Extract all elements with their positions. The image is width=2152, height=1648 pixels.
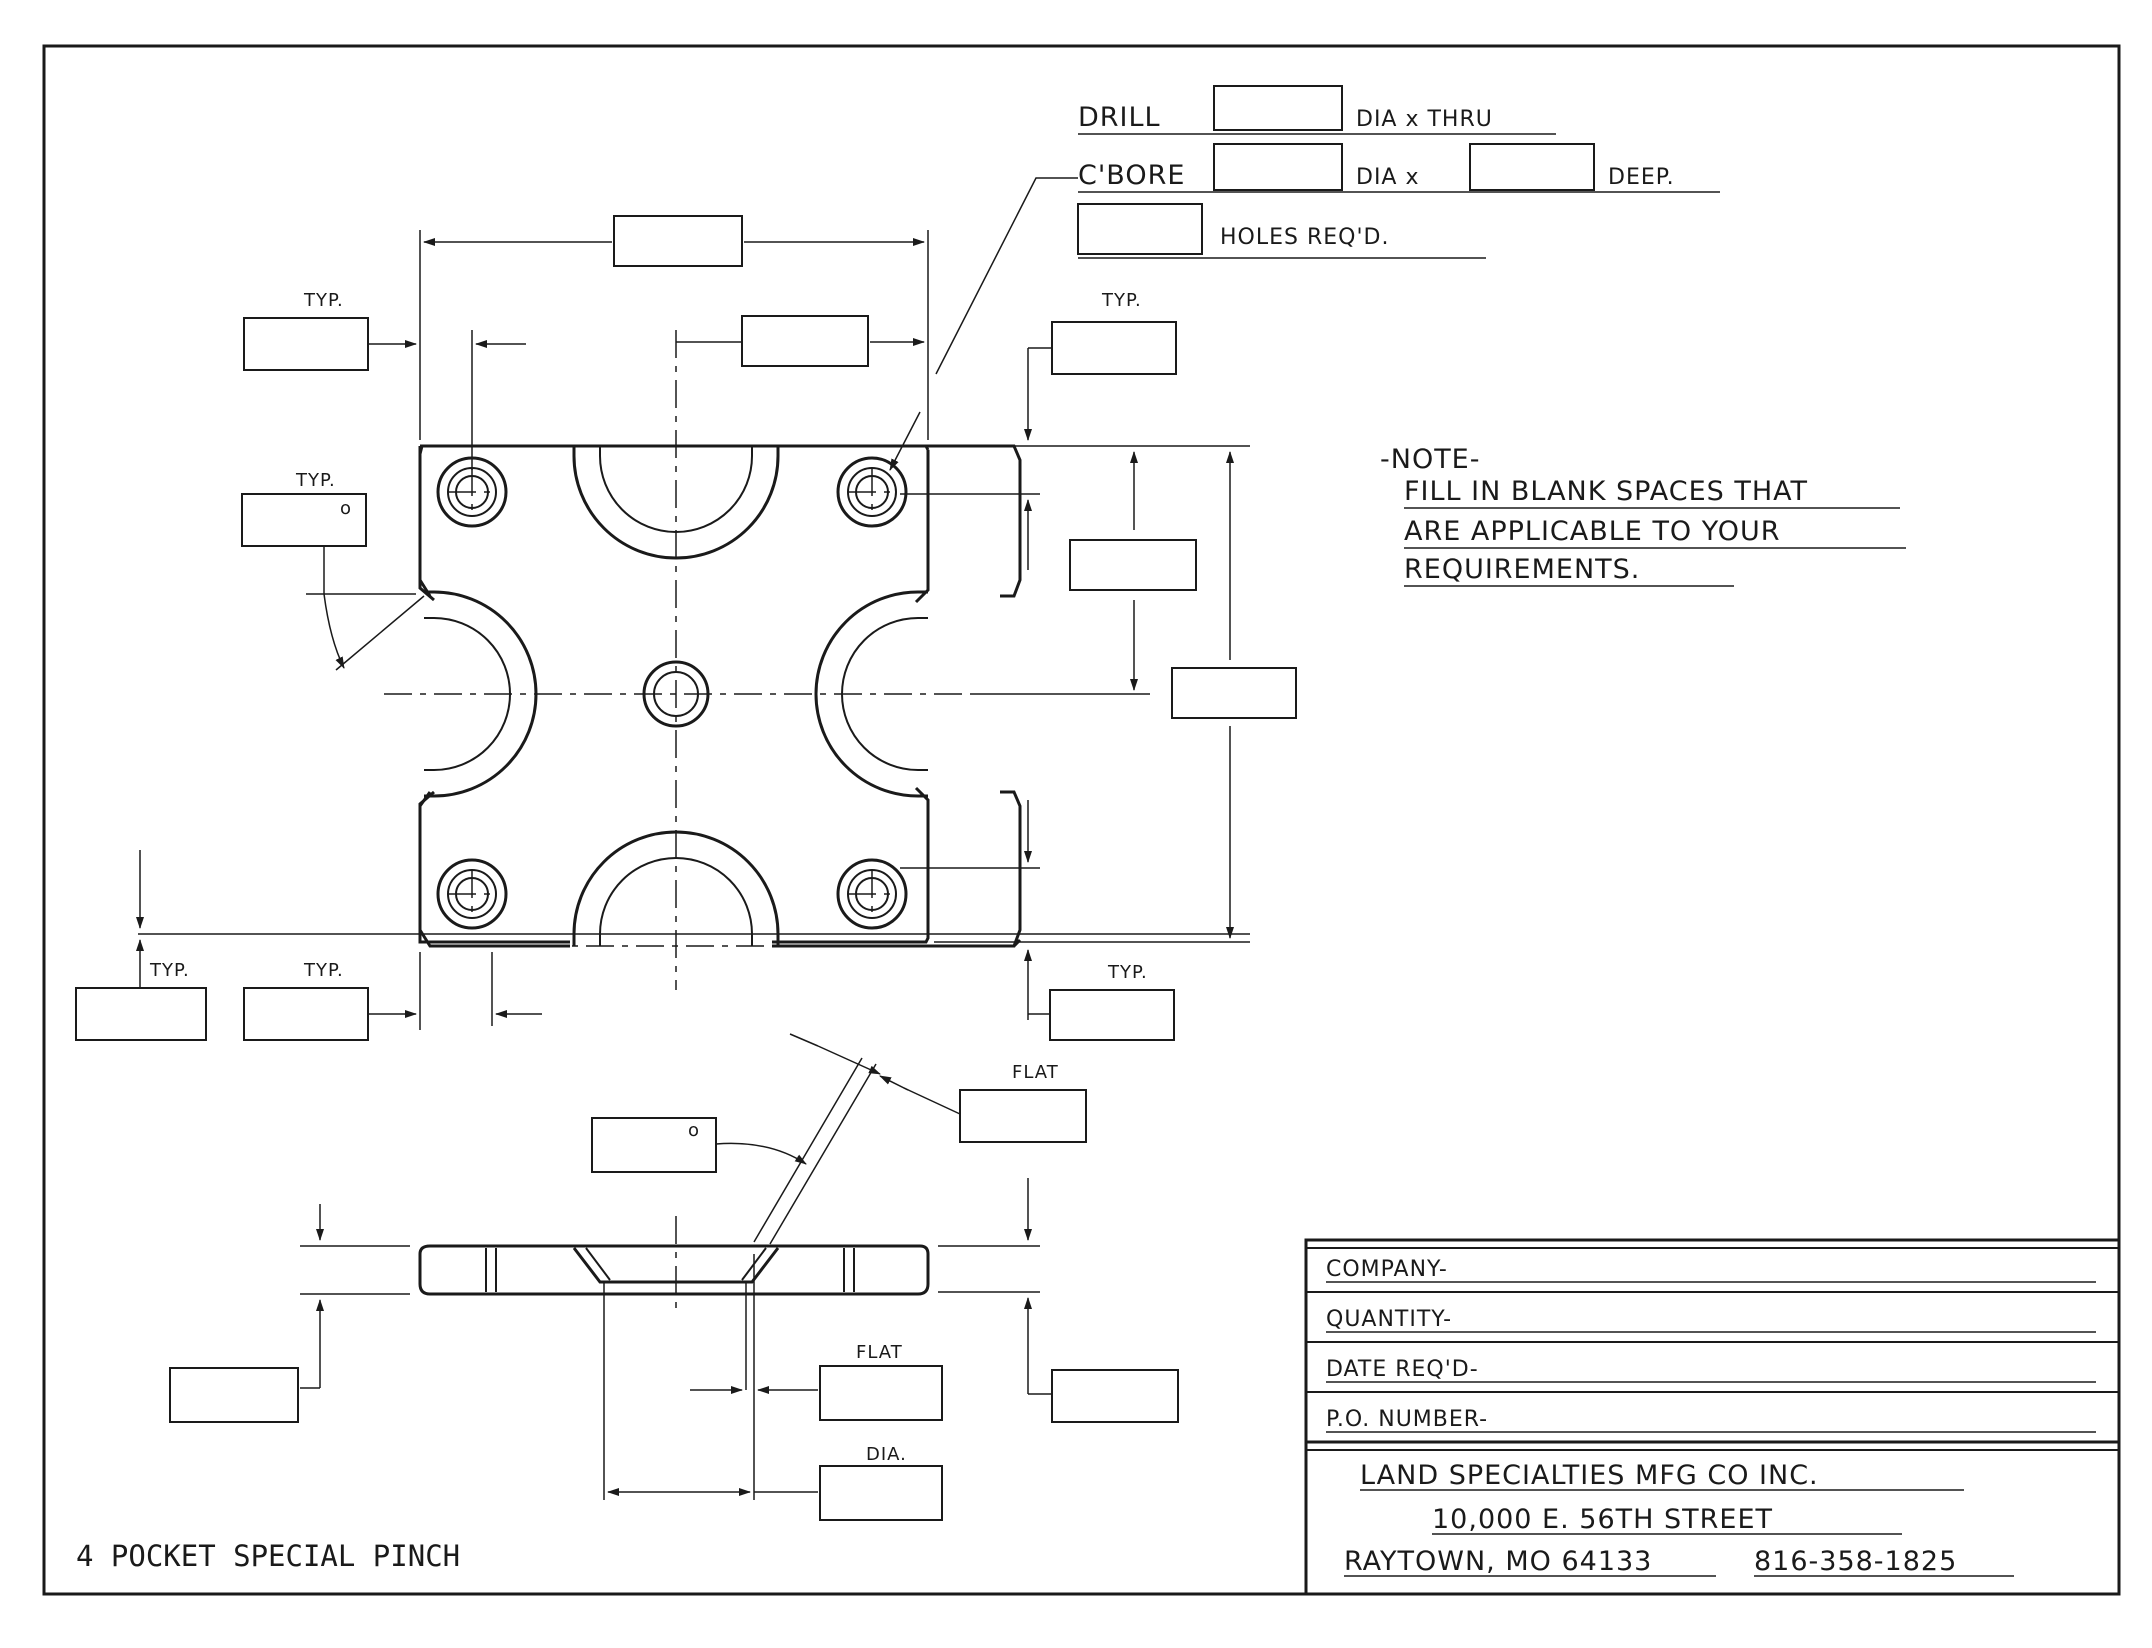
center-offset-box xyxy=(741,315,869,367)
typ-label-6: TYP. xyxy=(303,960,344,981)
drill-dia-box xyxy=(1213,85,1343,131)
typ-label-4: TYP. xyxy=(1107,962,1148,983)
note-line-3: REQUIREMENTS. xyxy=(1404,554,1640,585)
typ-label-1: TYP. xyxy=(303,290,344,311)
deep-label: DEEP. xyxy=(1608,165,1675,190)
pocket-depth-box xyxy=(1051,1369,1179,1423)
po-number-label: P.O. NUMBER- xyxy=(1326,1407,1488,1432)
vendor-street: 10,000 E. 56TH STREET xyxy=(1432,1504,1773,1535)
flat-box-bottom xyxy=(819,1365,943,1421)
flat-label-2: FLAT xyxy=(856,1342,903,1363)
vendor-phone: 816-358-1825 xyxy=(1754,1546,1957,1577)
pocket-right xyxy=(814,590,928,798)
drill-label: DRILL xyxy=(1078,102,1161,133)
quantity-label: QUANTITY- xyxy=(1326,1307,1452,1332)
note-line-2: ARE APPLICABLE TO YOUR xyxy=(1404,516,1781,547)
date-reqd-label: DATE REQ'D- xyxy=(1326,1357,1479,1382)
overall-height-box xyxy=(1171,667,1297,719)
dia-x-label: DIA x xyxy=(1356,165,1420,190)
holes-reqd-label: HOLES REQ'D. xyxy=(1220,225,1389,250)
typ-label-3: TYP. xyxy=(1101,290,1142,311)
pocket-height-box xyxy=(1069,539,1197,591)
title-block: COMPANY- QUANTITY- DATE REQ'D- P.O. NUMB… xyxy=(1304,1238,2121,1596)
dia-thru-label: DIA x THRU xyxy=(1356,107,1493,132)
side-view: FLAT o FLAT DIA. xyxy=(169,1033,1179,1521)
title-block-frame xyxy=(1304,1238,2121,1596)
dia-box xyxy=(819,1465,943,1521)
note: -NOTE- FILL IN BLANK SPACES THAT ARE APP… xyxy=(1380,444,1906,587)
side-angle-box xyxy=(591,1117,717,1173)
vendor-city: RAYTOWN, MO 64133 xyxy=(1344,1546,1652,1577)
dia-label: DIA. xyxy=(866,1444,907,1465)
overall-width-box xyxy=(613,215,743,267)
typ-box-left-top xyxy=(243,317,369,371)
note-line-1: FILL IN BLANK SPACES THAT xyxy=(1404,476,1808,507)
typ-box-right-top xyxy=(1051,321,1177,375)
typ-box-right-bottom xyxy=(1049,989,1175,1041)
side-view-outline xyxy=(418,1244,930,1296)
top-view xyxy=(384,330,1022,990)
holes-reqd-box xyxy=(1077,203,1203,255)
typ-label-2: TYP. xyxy=(295,470,336,491)
cbore-depth-box xyxy=(1469,143,1595,191)
thickness-box xyxy=(169,1367,299,1423)
flat-label-1: FLAT xyxy=(1012,1062,1059,1083)
drawing-border xyxy=(42,44,2121,1596)
typ-label-5: TYP. xyxy=(149,960,190,981)
top-view-dimensions: TYP. TYP. o TYP. TYP. xyxy=(75,215,1297,1041)
typ-angle-box xyxy=(241,493,367,547)
flat-box-top xyxy=(959,1089,1087,1143)
cbore-dia-box xyxy=(1213,143,1343,191)
degree-mark-2: o xyxy=(688,1120,700,1141)
drawing-title: 4 POCKET SPECIAL PINCH xyxy=(76,1539,460,1573)
hole-spec-block: DRILL DIA x THRU C'BORE DIA x DEEP. HOLE… xyxy=(889,85,1720,471)
degree-mark-1: o xyxy=(340,498,352,519)
company-label: COMPANY- xyxy=(1326,1257,1448,1282)
cbore-label: C'BORE xyxy=(1078,160,1185,191)
typ-box-bottom-left xyxy=(243,987,369,1041)
vendor-name: LAND SPECIALTIES MFG CO INC. xyxy=(1360,1460,1819,1491)
typ-box-bottom-far-left xyxy=(75,987,207,1041)
note-heading: -NOTE- xyxy=(1380,444,1481,475)
